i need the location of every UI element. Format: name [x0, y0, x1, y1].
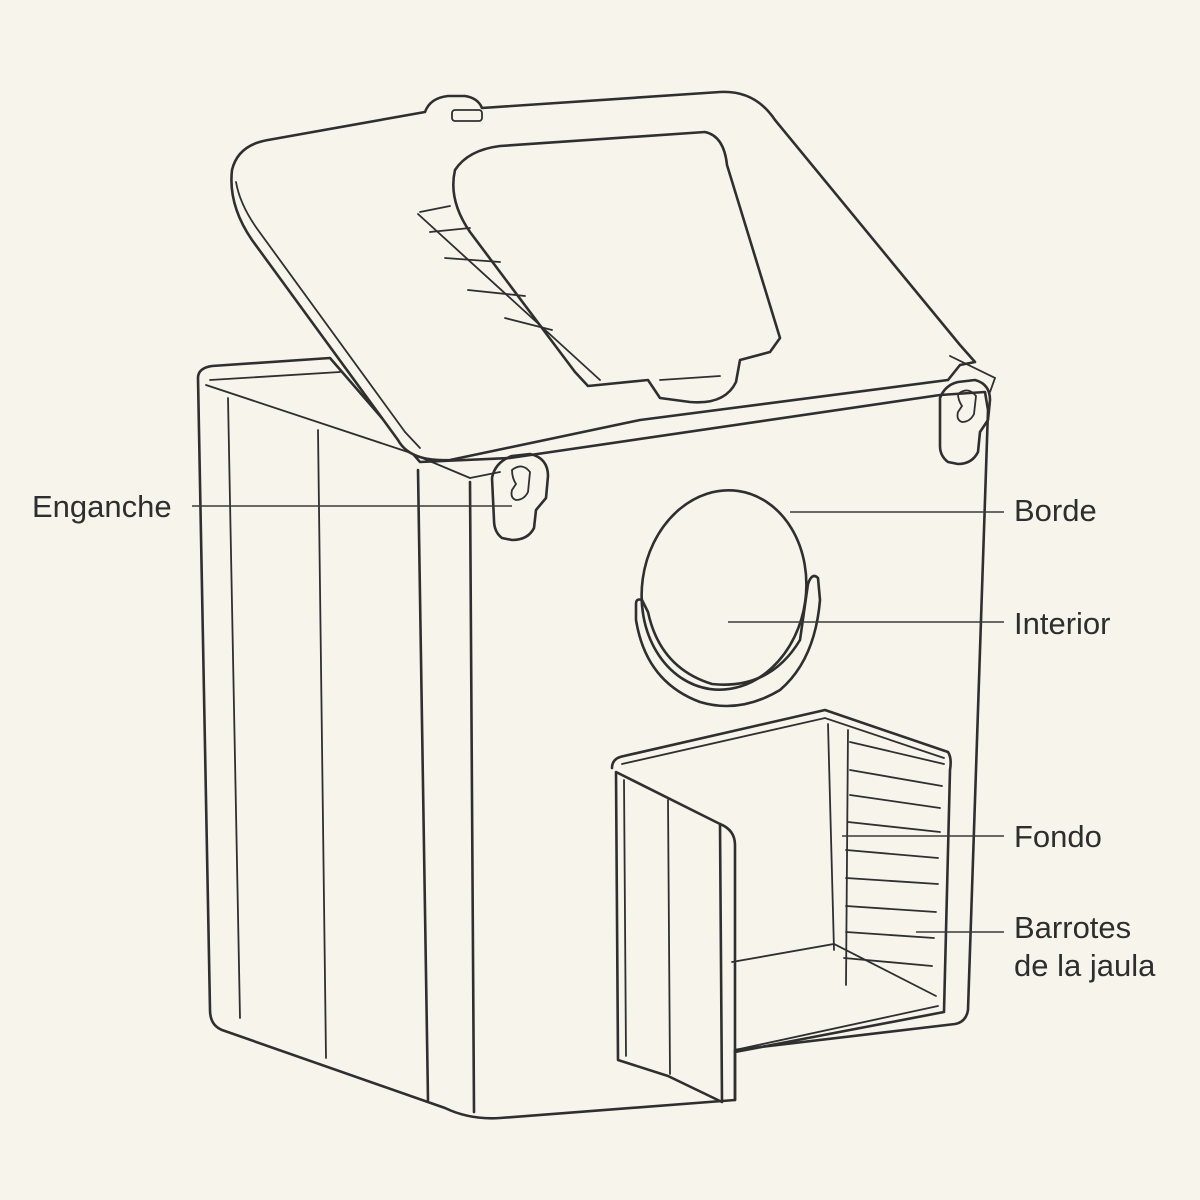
lid [230, 90, 977, 462]
hook-back-icon [938, 355, 997, 466]
cage-cutout [610, 708, 952, 1104]
label-bars-line1: Barrotes [1014, 910, 1131, 945]
entrance-hole [634, 489, 822, 708]
label-bars-line2: de la jaula [1014, 948, 1156, 983]
label-rim: Borde [1014, 493, 1097, 528]
box-body [196, 356, 990, 1120]
label-floor: Fondo [1014, 819, 1102, 854]
hook-front-icon [490, 452, 550, 542]
label-hook: Enganche [32, 489, 172, 524]
label-interior: Interior [1014, 606, 1110, 641]
